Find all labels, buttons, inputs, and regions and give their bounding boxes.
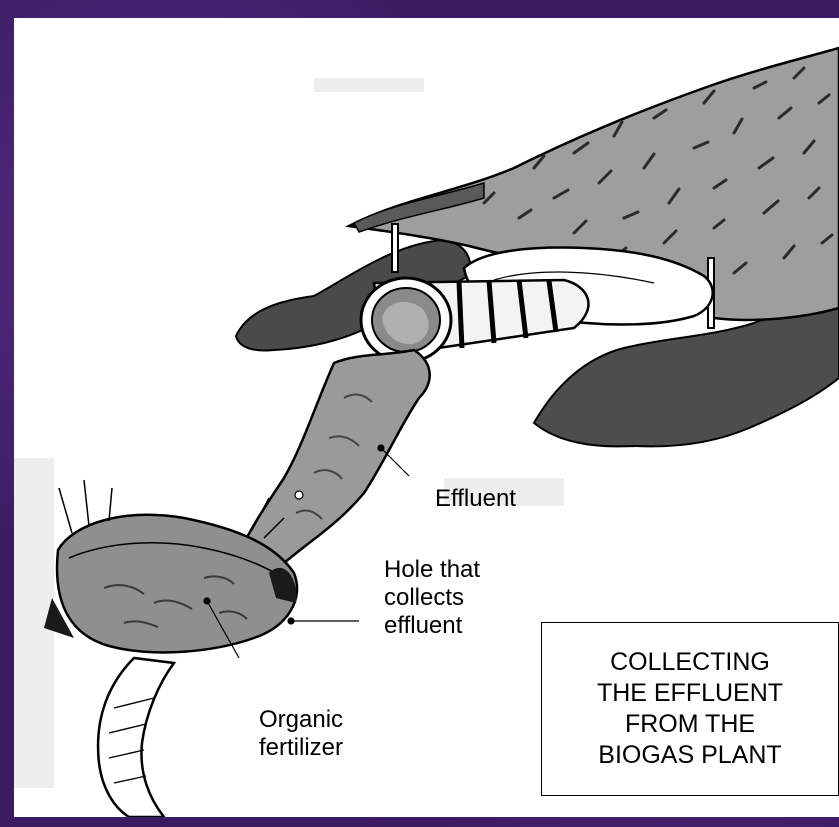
diagram-panel: Effluent Hole that collects effluent Org… — [14, 18, 839, 817]
label-organic-fertilizer: Organic fertilizer — [259, 706, 343, 762]
outlet-pipe — [361, 278, 588, 362]
collection-hole — [44, 480, 297, 652]
effluent-stream — [234, 350, 430, 573]
label-hole-that-collects-effluent: Hole that collects effluent — [384, 556, 480, 640]
label-effluent: Effluent — [435, 485, 516, 513]
fertilizer-channel — [98, 658, 174, 817]
caption-text: COLLECTING THE EFFLUENT FROM THE BIOGAS … — [597, 647, 783, 771]
caption-box: COLLECTING THE EFFLUENT FROM THE BIOGAS … — [541, 622, 839, 796]
